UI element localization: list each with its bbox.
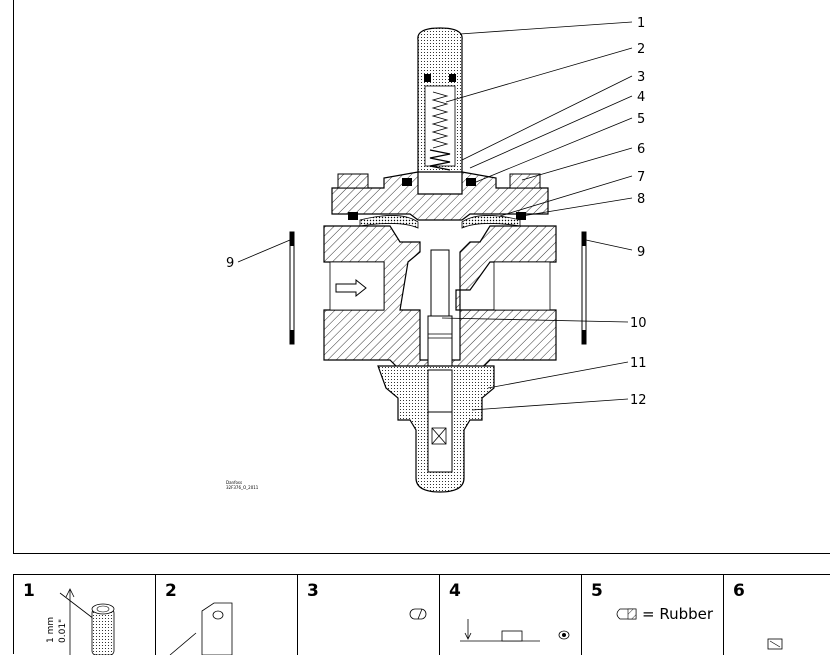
step-3-illustration <box>409 608 427 620</box>
flow-arrow <box>335 278 367 298</box>
step-1: 1 1 mm 0.01" <box>14 575 156 655</box>
gasket-left <box>289 231 295 345</box>
step-3: 3 <box>298 575 440 655</box>
step-6-illustration <box>767 638 783 650</box>
procedure-steps-strip: 1 1 mm 0.01" 2 3 4 <box>13 574 830 655</box>
step-5-number: 5 <box>591 581 603 601</box>
spring <box>429 91 451 171</box>
callout-9-right: 9 <box>637 245 645 260</box>
callout-5: 5 <box>637 112 645 127</box>
top-cap <box>417 27 463 173</box>
step-4: 4 <box>440 575 582 655</box>
diagram-frame <box>13 0 830 554</box>
callout-9-left: 9 <box>226 256 234 271</box>
callout-1: 1 <box>637 16 645 31</box>
step-2-number: 2 <box>165 581 177 601</box>
callout-10: 10 <box>630 316 647 331</box>
step-3-number: 3 <box>307 581 319 601</box>
credit-brand: Danfoss <box>226 480 242 485</box>
callout-7: 7 <box>637 170 645 185</box>
step-5-legend: = Rubber <box>642 605 714 623</box>
step-6: 6 <box>724 575 830 655</box>
leader-lines <box>237 21 633 411</box>
step-1-illustration <box>59 588 115 655</box>
callout-4: 4 <box>637 90 645 105</box>
step-4-number: 4 <box>449 581 461 601</box>
step-2: 2 <box>156 575 298 655</box>
callout-3: 3 <box>637 70 645 85</box>
upper-cover <box>331 171 549 221</box>
step-2-illustration <box>169 602 233 655</box>
gasket-right <box>581 231 587 345</box>
step-1-number: 1 <box>23 581 35 601</box>
callout-6: 6 <box>637 142 645 157</box>
step-4-illustration <box>460 619 570 642</box>
callout-8: 8 <box>637 192 645 207</box>
rubber-symbol-icon <box>616 608 637 620</box>
callout-11: 11 <box>630 356 647 371</box>
diaphragm <box>359 215 521 229</box>
callout-2: 2 <box>637 42 645 57</box>
credit-code: 32F376_O_2011 <box>226 485 259 490</box>
step-6-number: 6 <box>733 581 745 601</box>
callout-12: 12 <box>630 393 647 408</box>
bottom-cap <box>377 365 495 493</box>
step-5: 5 = Rubber <box>582 575 724 655</box>
